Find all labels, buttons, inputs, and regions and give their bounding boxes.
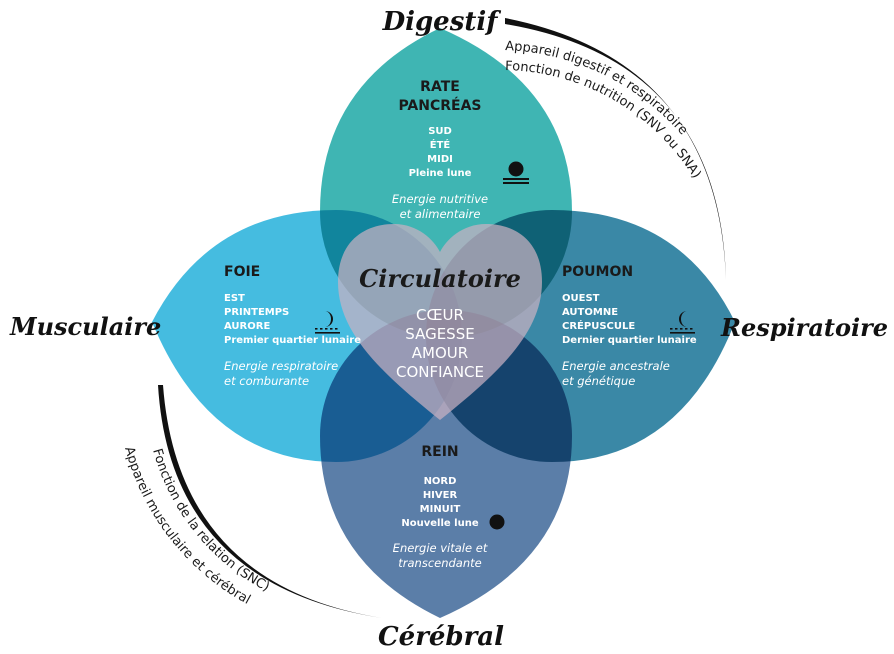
time-label: CRÉPUSCULE xyxy=(562,319,635,332)
petal-right-content: POUMON OUEST AUTOMNE CRÉPUSCULE Dernier … xyxy=(562,264,697,388)
organ-label: REIN xyxy=(421,444,458,460)
petal-left-content: FOIE EST PRINTEMPS AURORE Premier quarti… xyxy=(224,264,361,388)
moon-label: Pleine lune xyxy=(409,168,472,179)
system-label-bottom: Cérébral xyxy=(378,622,504,652)
center-values: CŒUR SAGESSE AMOUR CONFIANCE xyxy=(396,306,484,381)
center-heart xyxy=(338,224,542,420)
organ-label: PANCRÉAS xyxy=(398,97,481,114)
season-label: AUTOMNE xyxy=(562,307,618,318)
time-label: AURORE xyxy=(224,321,270,332)
season-label: HIVER xyxy=(423,490,458,501)
organ-label: POUMON xyxy=(562,264,633,280)
petal-top-content: RATE PANCRÉAS SUD ÉTÉ MIDI Pleine lune E… xyxy=(392,79,529,221)
center-value: CŒUR xyxy=(416,306,464,324)
energy-label: et génétique xyxy=(562,374,635,388)
organ-label: RATE xyxy=(420,79,460,95)
direction-label: SUD xyxy=(428,126,452,137)
center-value: AMOUR xyxy=(412,344,468,362)
moon-label: Nouvelle lune xyxy=(401,518,478,529)
full-moon-horizon-icon xyxy=(503,161,529,184)
last-quarter-moon-icon xyxy=(670,311,695,334)
arc-bottom-left-line2: Appareil musculaire et cérébral xyxy=(121,445,253,608)
energy-label: transcendante xyxy=(398,556,481,570)
time-label: MINUIT xyxy=(420,504,461,515)
season-label: ÉTÉ xyxy=(430,138,451,151)
energy-label: et comburante xyxy=(224,374,309,388)
moon-label: Premier quartier lunaire xyxy=(224,335,361,346)
system-label-left: Musculaire xyxy=(9,312,161,341)
direction-label: EST xyxy=(224,293,245,304)
system-label-top: Digestif xyxy=(382,7,502,37)
energy-label: et alimentaire xyxy=(400,207,481,221)
season-label: PRINTEMPS xyxy=(224,307,289,318)
time-label: MIDI xyxy=(427,154,453,165)
system-label-right: Respiratoire xyxy=(720,313,888,342)
direction-label: NORD xyxy=(424,476,457,487)
center-value: CONFIANCE xyxy=(396,363,484,381)
energy-label: Energie respiratoire xyxy=(224,359,338,373)
organ-label: FOIE xyxy=(224,264,260,280)
center-title: Circulatoire xyxy=(359,264,521,293)
first-quarter-moon-icon xyxy=(315,311,340,334)
energy-label: Energie ancestrale xyxy=(562,359,670,373)
petal-bottom xyxy=(320,310,572,618)
moon-label: Dernier quartier lunaire xyxy=(562,335,697,346)
energy-label: Energie vitale et xyxy=(393,541,488,555)
direction-label: OUEST xyxy=(562,293,600,304)
energy-label: Energie nutritive xyxy=(392,192,488,206)
new-moon-icon xyxy=(489,514,505,530)
petal-bottom-content: REIN NORD HIVER MINUIT Nouvelle lune Ene… xyxy=(393,444,505,570)
center-value: SAGESSE xyxy=(405,325,474,343)
